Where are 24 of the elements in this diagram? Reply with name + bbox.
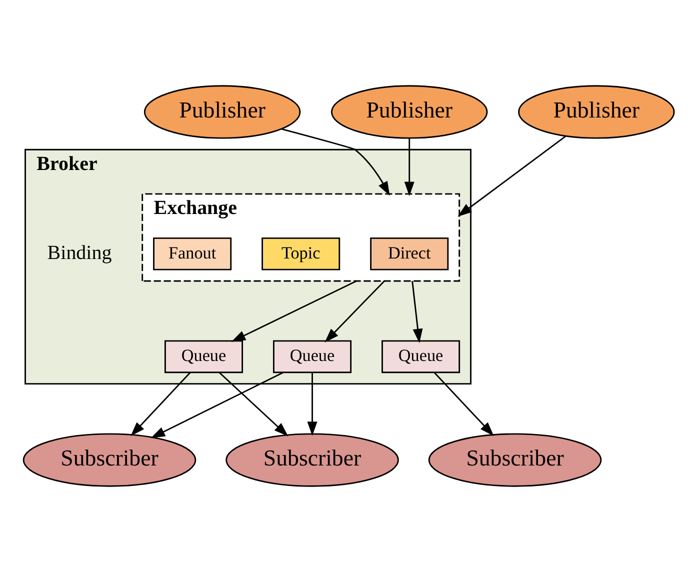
label: Binding — [47, 242, 112, 264]
arrow — [218, 372, 288, 436]
node-box: Direct — [370, 237, 449, 270]
node-box: Queue — [164, 340, 244, 374]
arrow — [307, 372, 318, 436]
node-ellipse: Publisher — [330, 85, 488, 139]
arrow — [130, 372, 191, 436]
node-box: Fanout — [153, 237, 232, 270]
node-box: Queue — [273, 340, 352, 374]
node-ellipse: Subscriber — [22, 433, 196, 487]
arrow — [150, 372, 284, 438]
arrow — [412, 280, 423, 344]
arrow — [324, 280, 385, 343]
node-ellipse: Subscriber — [428, 433, 602, 487]
node-box: Queue — [382, 340, 460, 374]
arrow — [231, 280, 357, 342]
arrow — [434, 372, 494, 436]
arrow — [404, 138, 414, 196]
arrow — [282, 128, 390, 196]
arrow — [458, 136, 566, 217]
node-ellipse: Publisher — [144, 85, 301, 139]
node-box: Topic — [262, 237, 340, 270]
node-ellipse: Subscriber — [226, 433, 399, 487]
node-ellipse: Publisher — [518, 85, 675, 139]
